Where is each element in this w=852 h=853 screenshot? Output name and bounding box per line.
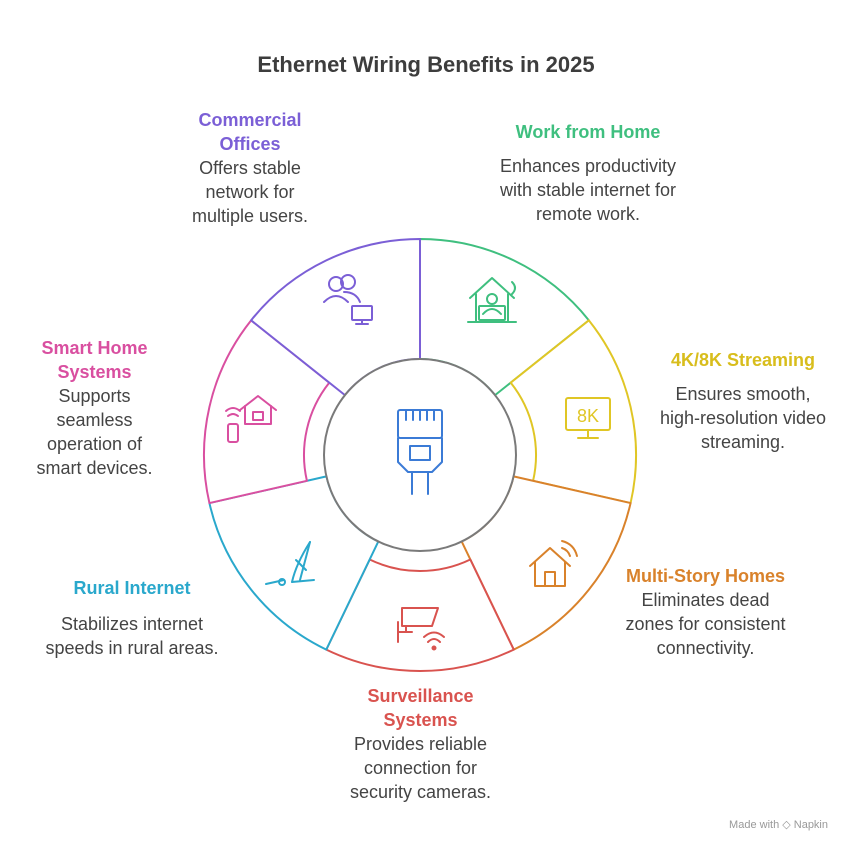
segment-4k-8k-streaming: 4K/8K Streaming Ensures smooth, high-res… [653,348,833,454]
segment-label: Rural Internet [73,578,191,598]
satellite-dish-icon [265,541,315,586]
center-circle [323,358,517,552]
segment-description: Stabilizes internet speeds in rural area… [45,614,219,658]
segment-description: Offers stable network for multiple users… [191,158,309,226]
segment-work-from-home: Work from Home Enhances productivity wit… [498,120,678,226]
segment-ring [203,238,637,672]
segment-smart-home-systems: Smart Home Systems Supports seamless ope… [22,336,167,480]
segment-arc-4k-8k-streaming [509,319,637,505]
segment-label: Surveillance Systems [367,686,474,730]
segment-multi-story-homes: Multi-Story Homes Eliminates dead zones … [623,564,788,660]
segment-description: Enhances productivity with stable intern… [499,156,677,224]
segment-description: Provides reliable connection for securit… [349,734,492,802]
segment-commercial-offices: Commercial Offices Offers stable network… [175,108,325,228]
segment-label: Commercial Offices [198,110,302,154]
house-wifi-icon [529,540,578,587]
segment-label: Multi-Story Homes [625,566,785,586]
segment-label: Smart Home Systems [41,338,148,382]
ethernet-plug-icon [397,409,443,495]
diagram-title: Ethernet Wiring Benefits in 2025 [257,52,595,77]
tv-8k-icon-label: 8K [577,406,599,426]
segment-rural-internet: Rural Internet Stabilizes internet speed… [42,576,222,660]
segment-label: Work from Home [515,122,661,142]
segment-description: Ensures smooth, high-resolution video st… [659,384,827,452]
segment-description: Eliminates dead zones for consistent con… [625,590,786,658]
segment-label: 4K/8K Streaming [670,350,816,370]
segment-surveillance-systems: Surveillance Systems Provides reliable c… [333,684,508,804]
segment-arc-surveillance-systems [325,558,515,672]
tv-8k-icon [565,397,611,439]
home-office-icon [467,277,517,323]
users-computer-icon [323,274,373,325]
segment-arc-smart-home-systems [203,319,331,505]
smart-home-icon [225,395,277,443]
made-with-credit: Made with ◇ Napkin [729,819,828,831]
security-camera-icon [397,607,445,651]
segment-description: Supports seamless operation of smart dev… [36,386,153,478]
